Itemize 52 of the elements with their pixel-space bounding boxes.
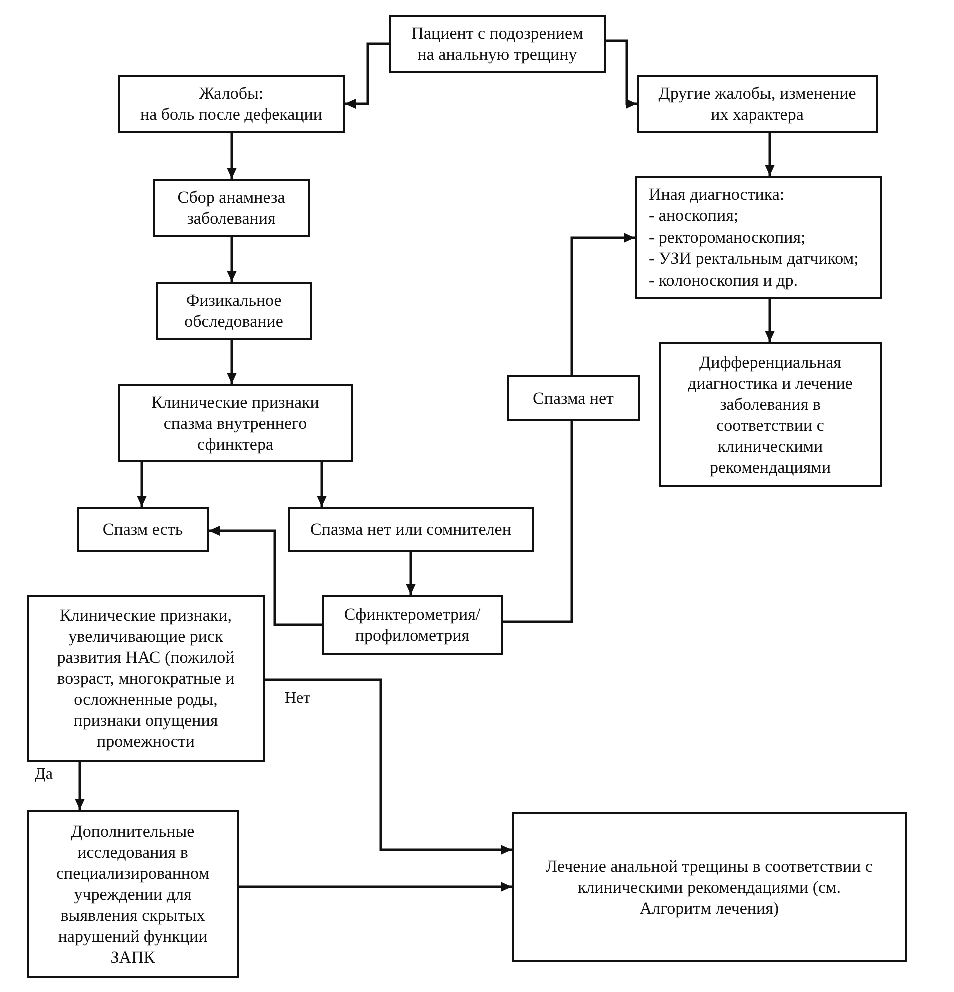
- arrow: [227, 133, 237, 179]
- arrow: [137, 462, 147, 507]
- arrow: [209, 526, 322, 626]
- process-box: [637, 75, 878, 133]
- node-text: - ректороманоскопия;: [649, 226, 806, 248]
- arrow: [765, 299, 775, 342]
- process-box: [322, 595, 503, 655]
- process-box: [389, 15, 606, 73]
- node-text: Жалобы:: [199, 83, 264, 104]
- node-text: Иная диагностика:: [649, 184, 785, 206]
- edge-label: Да: [33, 766, 56, 784]
- arrow: [227, 340, 237, 384]
- arrow: [317, 462, 327, 507]
- arrow: [606, 40, 637, 109]
- arrow: [75, 762, 85, 810]
- arrow: [239, 882, 512, 892]
- node-text: Сфинктерометрия/ профилометрия: [343, 604, 482, 646]
- process-box: [77, 507, 209, 552]
- node-text: Клинические признаки спазма внутреннего сфинктера: [150, 392, 320, 454]
- node-text: Физикальное обследование: [184, 290, 284, 332]
- node-text: Дополнительные исследования в специализированном учреждении для выявления скрытых нарушений функции ЗАПК: [56, 820, 210, 968]
- node-text: Спазма нет: [533, 388, 614, 408]
- node-text: Дифференциальная диагностика и лечение заболевания в соответствии с клиническими рекомендациями: [687, 352, 854, 478]
- process-box: [156, 282, 312, 340]
- process-box: [118, 75, 345, 133]
- arrow: [765, 133, 775, 176]
- arrow: [406, 552, 416, 595]
- arrow: [570, 233, 635, 375]
- node-text: Лечение анальной трещины в соответствии с клиническими рекомендациями (см. Алгоритм лечения): [545, 856, 874, 918]
- node-text: Пациент с подозрением на анальную трещину: [410, 23, 584, 65]
- process-box: [507, 375, 640, 421]
- arrow: [227, 237, 237, 282]
- process-box: [288, 507, 534, 552]
- node-text: на боль после дефекации: [140, 104, 322, 125]
- node-text: Спазм есть: [102, 519, 184, 540]
- node-text: - аноскопия;: [649, 205, 739, 227]
- process-box: [512, 812, 907, 962]
- node-text: Сбор анамнеза заболевания: [176, 187, 286, 229]
- connector-line: [503, 421, 574, 624]
- arrow: [345, 42, 389, 109]
- node-text: Клинические признаки, увеличивающие риск развития НАС (пожилой возраст, многократные и осложненные роды, признаки опущения промежности: [56, 605, 236, 752]
- process-box: [27, 595, 265, 762]
- arrow: [265, 678, 512, 855]
- process-box: [659, 342, 882, 487]
- node-text: - УЗИ ректальным датчиком;: [649, 248, 859, 270]
- process-box: [635, 176, 882, 299]
- process-box: [27, 810, 239, 978]
- node-text: - колоноскопия и др.: [649, 270, 798, 292]
- process-box: [153, 179, 310, 237]
- process-box: [118, 384, 353, 462]
- node-text: Другие жалобы, изменение их характера: [658, 83, 858, 125]
- node-text: Спазма нет или сомнителен: [310, 519, 512, 540]
